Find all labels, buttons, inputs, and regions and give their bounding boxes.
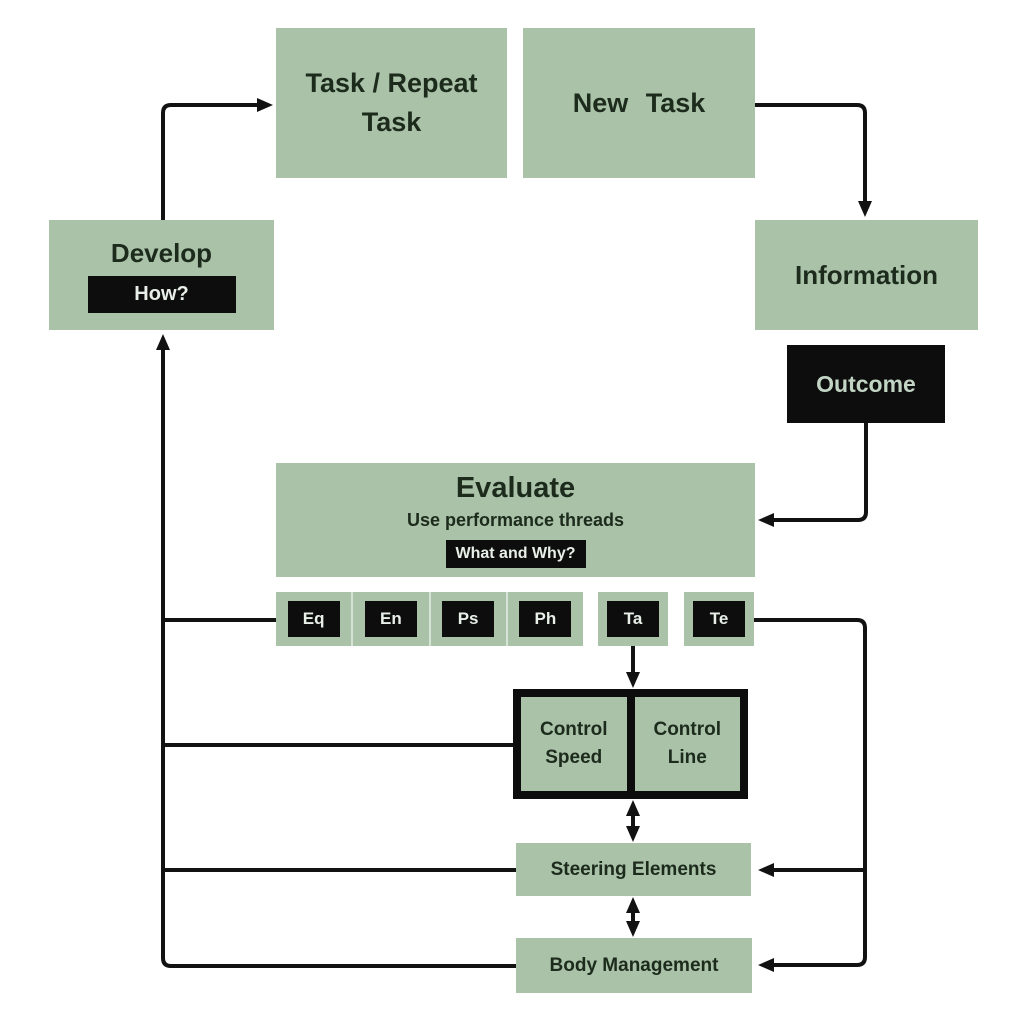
task-repeat-label-line2: Task xyxy=(361,107,422,137)
body-management-label: Body Management xyxy=(549,954,719,976)
steering-label: Steering Elements xyxy=(550,858,717,880)
arrow-outcome-to-evaluate xyxy=(758,423,868,527)
thread-label-en: En xyxy=(364,601,417,637)
task-repeat-label-line1: Task / Repeat xyxy=(305,67,478,98)
thread-cell-eq: Eq xyxy=(276,592,354,646)
node-steering-elements: Steering Elements xyxy=(516,843,751,896)
evaluate-title: Evaluate xyxy=(455,472,576,504)
control-speed-cell: Control Speed xyxy=(521,697,627,791)
node-evaluate: Evaluate Use performance threads What an… xyxy=(276,463,755,577)
node-body-management: Body Management xyxy=(516,938,752,993)
control-line-cell: Control Line xyxy=(634,697,740,791)
control-line-line1: Control xyxy=(653,718,722,740)
arrow-new-task-to-information xyxy=(755,103,872,217)
evaluate-subtitle: Use performance threads xyxy=(406,510,625,530)
evaluate-question-chip: What and Why? xyxy=(445,540,586,568)
thread-cell-te: Te xyxy=(684,592,754,646)
thread-label-eq: Eq xyxy=(287,601,340,637)
arrow-develop-to-task-repeat xyxy=(161,98,273,220)
new-task-label: New Task xyxy=(572,87,706,118)
control-speed-line1: Control xyxy=(539,718,608,740)
node-new-task: New Task xyxy=(523,28,755,178)
feedback-trunk-left xyxy=(156,334,516,968)
thread-label-te: Te xyxy=(693,601,745,637)
thread-cell-en: En xyxy=(353,592,431,646)
develop-how-chip: How? xyxy=(87,275,236,313)
trunk-right-te-to-body xyxy=(754,618,867,972)
control-line-line2: Line xyxy=(667,747,707,768)
thread-label-ph: Ph xyxy=(519,601,572,637)
node-control: Control Speed Control Line xyxy=(513,689,748,799)
node-outcome: Outcome xyxy=(787,345,945,423)
performance-thread-strip: Eq En Ps Ph xyxy=(276,592,583,646)
outcome-label: Outcome xyxy=(816,370,916,397)
thread-cell-ps: Ps xyxy=(430,592,508,646)
thread-cell-ph: Ph xyxy=(507,592,583,646)
control-speed-line2: Speed xyxy=(545,747,603,768)
node-information: Information xyxy=(755,220,978,330)
node-develop: Develop How? xyxy=(49,220,274,330)
develop-label: Develop xyxy=(110,237,213,268)
thread-cell-ta: Ta xyxy=(598,592,668,646)
node-task-repeat: Task / Repeat Task xyxy=(276,28,507,178)
thread-label-ta: Ta xyxy=(607,601,659,637)
thread-label-ps: Ps xyxy=(442,601,495,637)
information-label: Information xyxy=(795,259,938,290)
